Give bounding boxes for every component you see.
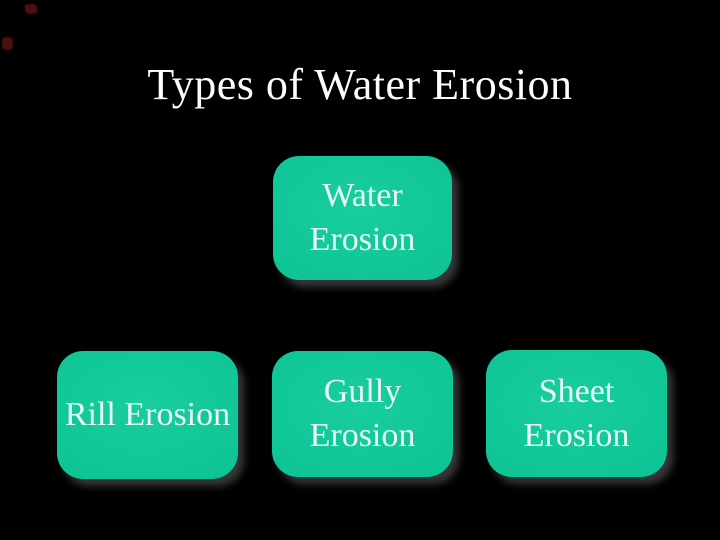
corner-mark <box>24 3 38 15</box>
node-water-erosion: Water Erosion <box>273 156 452 280</box>
node-rill-erosion: Rill Erosion <box>57 351 238 479</box>
node-sheet-erosion: Sheet Erosion <box>486 350 667 477</box>
node-water-erosion-label: Water Erosion <box>309 177 416 258</box>
slide-title: Types of Water Erosion <box>147 60 573 109</box>
node-gully-erosion: Gully Erosion <box>272 351 453 477</box>
node-sheet-erosion-label: Sheet Erosion <box>523 372 630 454</box>
node-gully-erosion-label: Gully Erosion <box>309 373 416 454</box>
corner-mark <box>1 36 14 51</box>
node-rill-erosion-label: Rill Erosion <box>64 396 231 433</box>
